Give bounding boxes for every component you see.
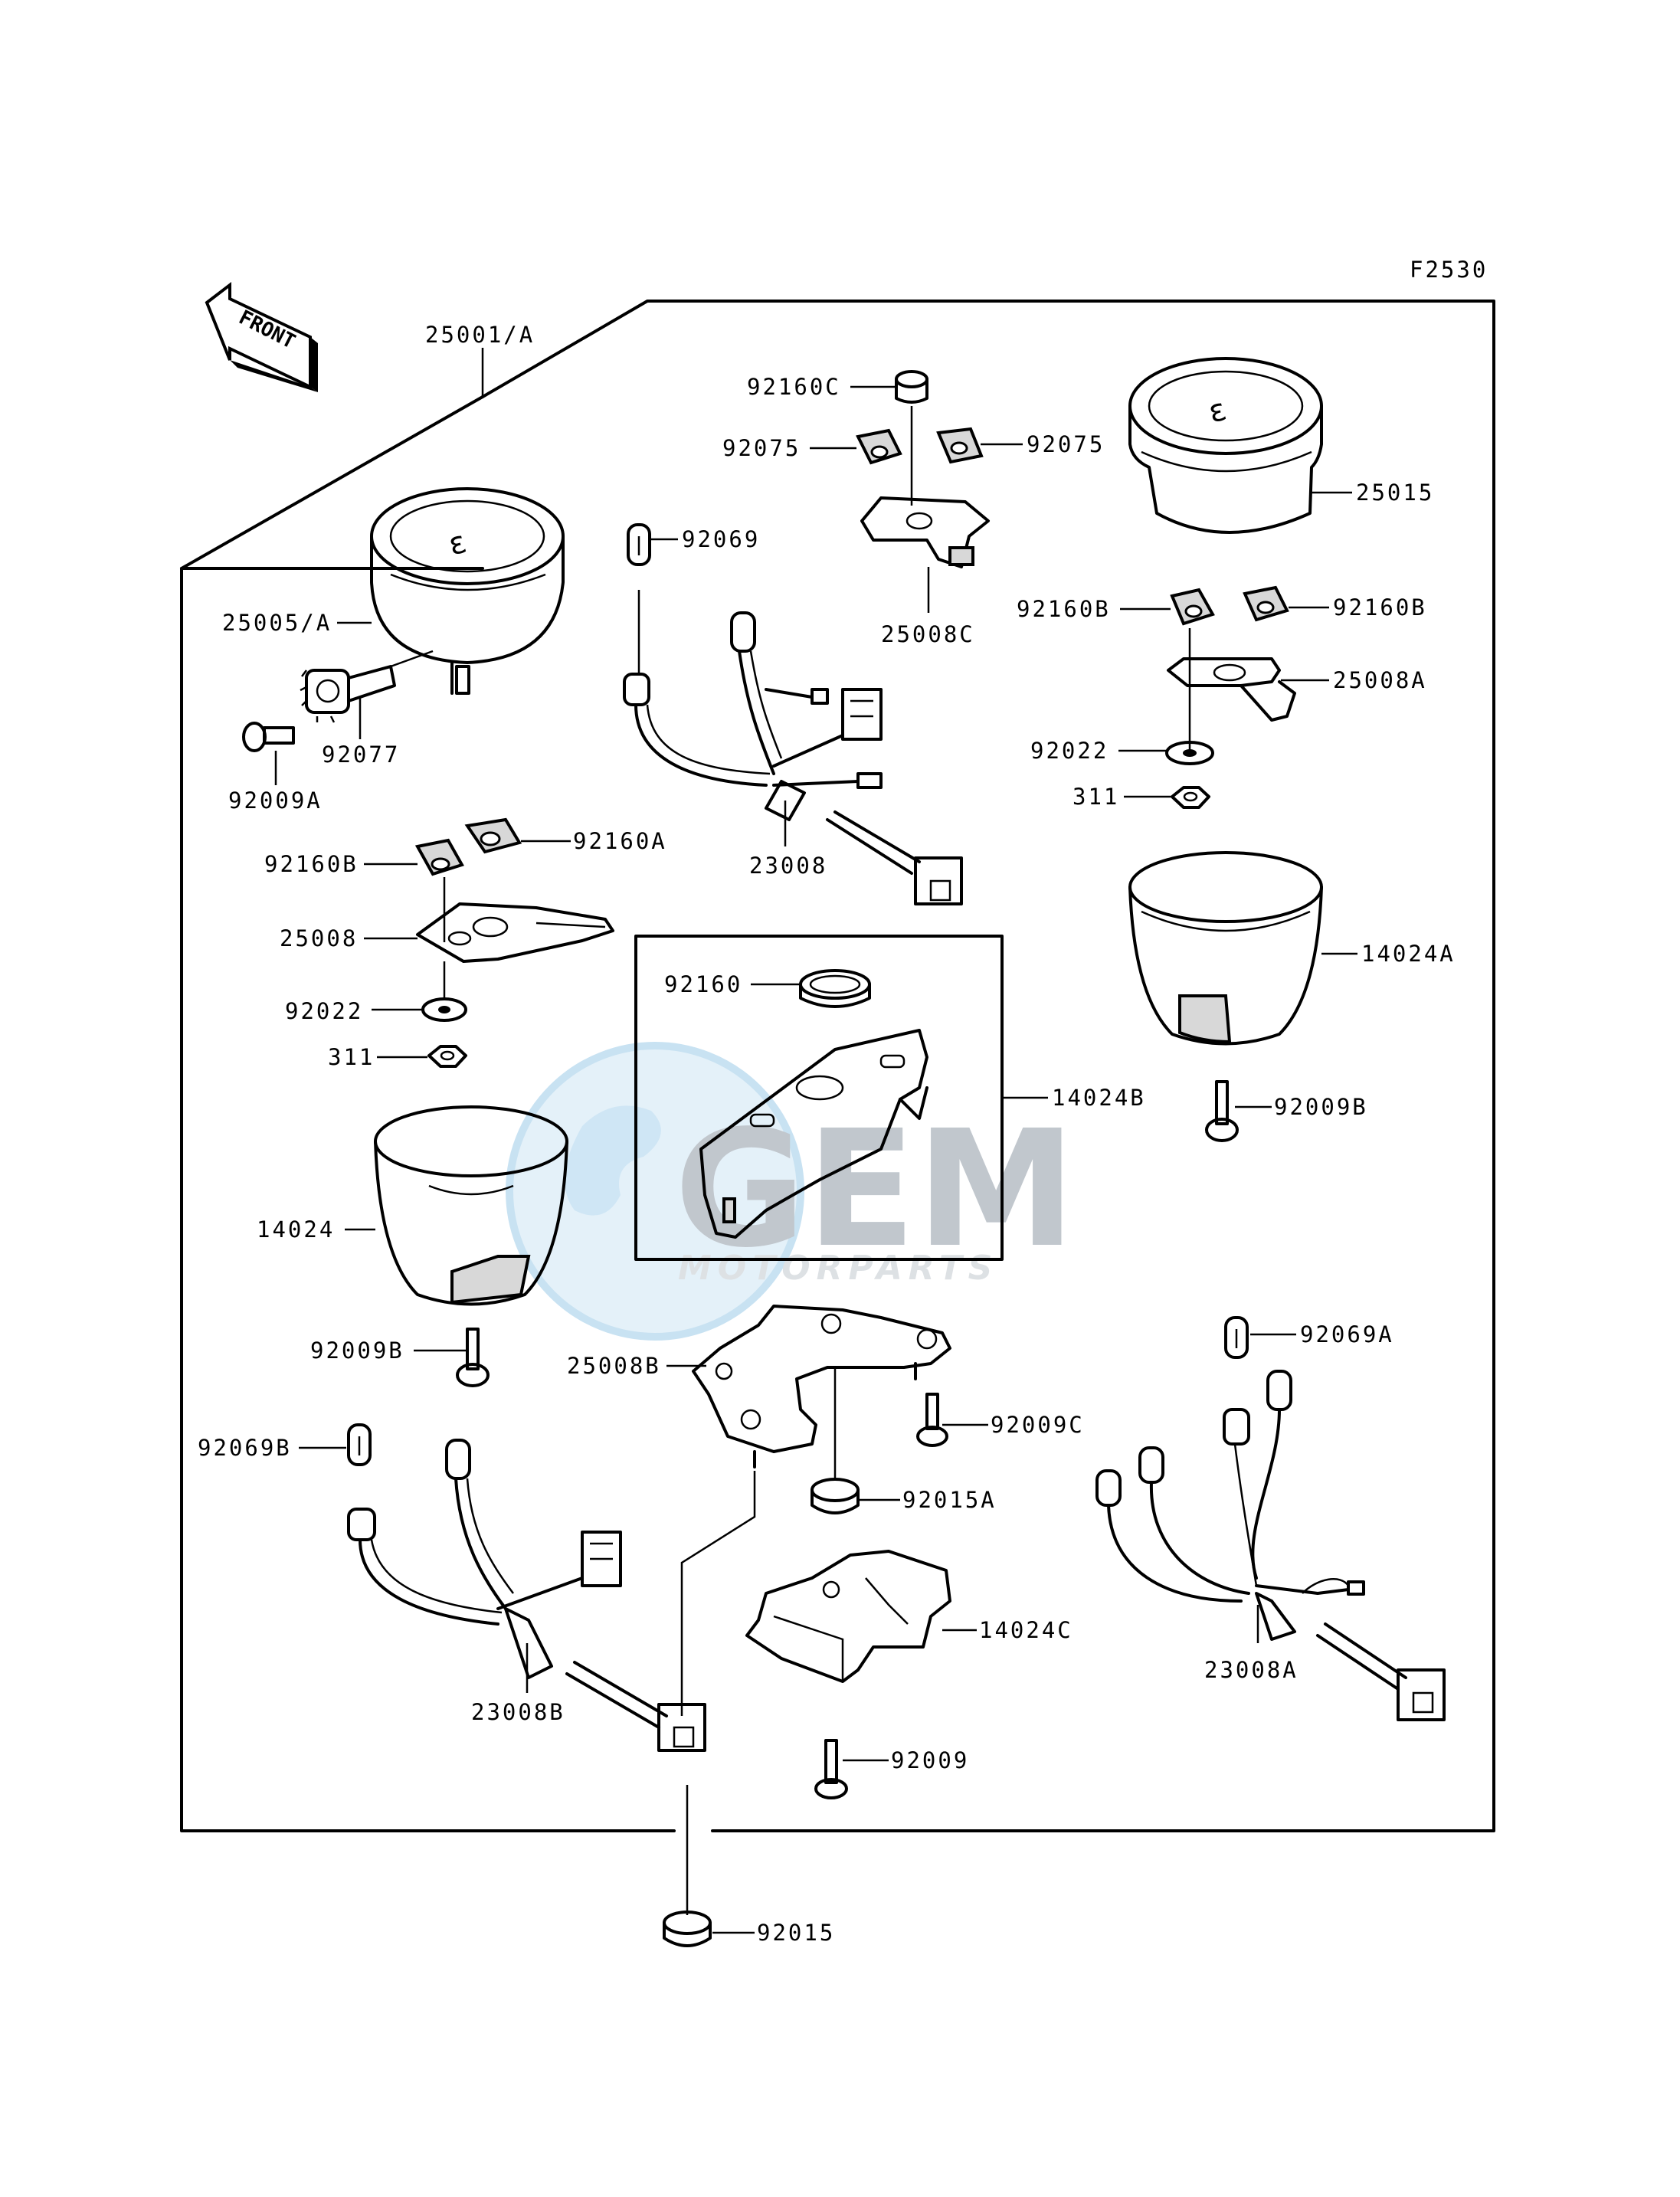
part-23008b-harness <box>347 1439 706 1752</box>
svg-text:ε: ε <box>1205 392 1230 431</box>
figure-code: F2530 <box>1410 257 1488 283</box>
watermark-subtitle: MOTORPARTS <box>678 1249 998 1288</box>
part-92075-grommet-right <box>936 427 984 464</box>
part-92015-nut <box>663 1911 712 1947</box>
assembly-frame <box>180 300 1495 1832</box>
label-92069: 92069 <box>682 526 760 552</box>
label-25001a: 25001/A <box>425 322 535 348</box>
part-25008c-stay <box>860 496 990 568</box>
label-14024b: 14024B <box>1052 1085 1146 1111</box>
part-92009a-screw <box>242 722 295 752</box>
part-92009b-bolt-left <box>456 1328 490 1387</box>
part-25005a-meter: ε <box>370 487 565 695</box>
part-311-nut-right <box>1171 786 1210 809</box>
label-92160b-r2: 92160B <box>1333 594 1427 620</box>
part-92022-washer-right <box>1165 741 1214 765</box>
part-14024c-bracket <box>745 1550 951 1683</box>
label-92022-right: 92022 <box>1030 738 1109 764</box>
part-14024a-case <box>1128 851 1323 1046</box>
label-92075-right: 92075 <box>1027 431 1105 457</box>
svg-text:ε: ε <box>445 525 470 563</box>
label-92009a: 92009A <box>228 787 323 814</box>
part-92015a-nut <box>811 1478 860 1514</box>
part-92009-bolt <box>814 1739 848 1799</box>
label-92009c: 92009C <box>991 1412 1085 1438</box>
part-92160b-grommet-r1 <box>1170 588 1215 626</box>
label-92069a: 92069A <box>1300 1321 1394 1347</box>
part-92009c-bolt <box>916 1393 948 1447</box>
part-92009b-bolt-right <box>1205 1080 1239 1142</box>
label-92075-left: 92075 <box>722 435 801 461</box>
label-92009b-right: 92009B <box>1274 1094 1368 1120</box>
label-311-right: 311 <box>1073 784 1119 810</box>
part-92160b-grommet-left <box>414 838 464 876</box>
part-92160a-grommet <box>464 817 522 854</box>
part-92022-washer-left <box>421 961 467 1022</box>
label-92160b-left: 92160B <box>264 851 359 877</box>
label-92069b: 92069B <box>198 1435 292 1461</box>
label-14024a: 14024A <box>1361 941 1456 967</box>
part-14024-case <box>374 1105 568 1306</box>
label-23008a: 23008A <box>1204 1657 1298 1683</box>
label-92160a: 92160A <box>573 828 667 854</box>
label-25005a: 25005/A <box>222 610 332 636</box>
label-23008: 23008 <box>749 853 827 879</box>
label-92022-left: 92022 <box>285 998 363 1024</box>
part-23008-harness <box>623 611 963 905</box>
label-92009b-left: 92009B <box>310 1338 404 1364</box>
part-25008-stay <box>416 877 614 963</box>
label-25008c: 25008C <box>881 621 975 647</box>
part-25015-meter: ε <box>1128 357 1323 534</box>
label-25008: 25008 <box>280 925 358 951</box>
label-25008b: 25008B <box>567 1353 661 1379</box>
label-92160c: 92160C <box>747 374 841 400</box>
label-92077: 92077 <box>322 742 400 768</box>
watermark: GEM MOTORPARTS <box>506 1042 1076 1341</box>
part-92075-grommet-left <box>856 428 902 465</box>
part-25008b-plate <box>692 1305 951 1468</box>
label-92015a: 92015A <box>902 1487 997 1513</box>
front-arrow-icon: FRONT <box>205 281 318 392</box>
label-92160: 92160 <box>664 971 742 997</box>
part-92160b-grommet-r2 <box>1243 585 1289 622</box>
part-92160c-cap <box>895 370 928 404</box>
label-25008a: 25008A <box>1333 667 1427 693</box>
label-25015: 25015 <box>1356 480 1434 506</box>
part-92160-ring <box>799 969 871 1008</box>
label-92009: 92009 <box>891 1747 969 1773</box>
label-14024: 14024 <box>257 1216 335 1243</box>
part-311-nut-left <box>427 1045 467 1068</box>
watermark-brand: GEM <box>674 1095 1076 1283</box>
part-92077-gear <box>300 650 434 723</box>
part-92069a-bulb <box>1224 1316 1249 1359</box>
part-14024b-cover <box>699 1029 928 1239</box>
part-92069b-bulb <box>347 1423 372 1466</box>
label-14024c: 14024C <box>979 1617 1073 1643</box>
label-92015: 92015 <box>757 1920 835 1946</box>
label-311-left: 311 <box>328 1044 375 1070</box>
part-25008a-stay <box>1167 628 1296 755</box>
label-92160b-r1: 92160B <box>1017 596 1111 622</box>
part-23008a-harness <box>1095 1370 1446 1721</box>
part-92069-bulb <box>627 523 651 566</box>
label-23008b: 23008B <box>471 1699 565 1725</box>
